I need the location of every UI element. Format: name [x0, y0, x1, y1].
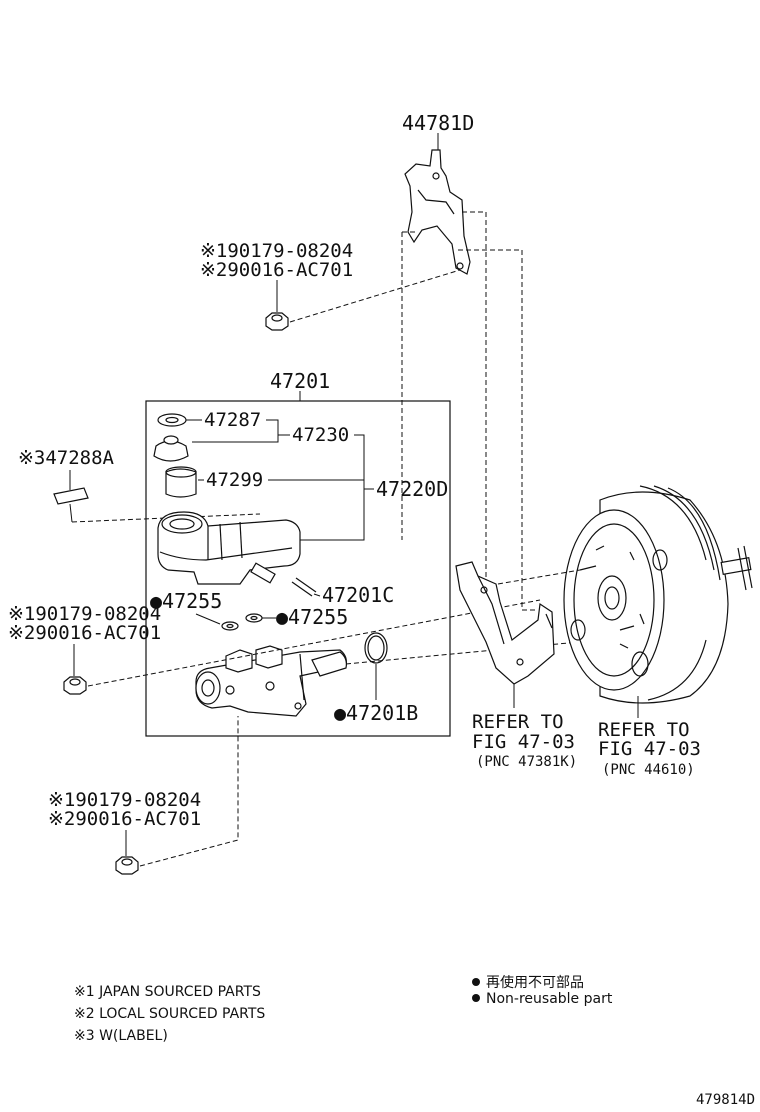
label-47287: 47287 [204, 409, 261, 431]
label-bolt-mid-2: ※290016-AC701 [8, 622, 161, 644]
label-bolt-bot-1: ※190179-08204 [48, 789, 201, 811]
refer-bracket-line1: REFER TO [472, 711, 564, 733]
bracket-44781d [404, 133, 471, 275]
master-cylinder [195, 645, 347, 717]
label-47220d: 47220D [376, 477, 448, 501]
brake-booster [563, 485, 753, 718]
label-47255-left: ●47255 [150, 589, 222, 613]
reservoir-47220d [157, 511, 301, 585]
label-47201b: ●47201B [334, 701, 418, 725]
label-47201: 47201 [270, 369, 330, 393]
label-47201c: 47201C [322, 583, 394, 607]
label-47288a: ※347288A [18, 447, 115, 469]
bolt-top [265, 312, 289, 331]
reservoir-cap [153, 435, 189, 462]
pin-47201c [291, 577, 321, 597]
label-bolt-mid-1: ※190179-08204 [8, 603, 161, 625]
refer-booster-line1: REFER TO [598, 719, 690, 741]
legend-bullet-1 [472, 978, 480, 986]
gasket-47287 [157, 413, 202, 427]
label-sticker-47288a [53, 470, 261, 523]
o-ring-47201b [364, 632, 388, 700]
note-1: ※1 JAPAN SOURCED PARTS [74, 984, 261, 1000]
strainer-47299 [165, 466, 204, 498]
figure-id: 479814D [696, 1092, 755, 1108]
legend-jp: 再使用不可部品 [486, 974, 584, 991]
note-2: ※2 LOCAL SOURCED PARTS [74, 1006, 265, 1022]
note-3: ※3 W(LABEL) [74, 1028, 168, 1044]
refer-booster-line2: FIG 47-03 [598, 738, 701, 760]
grommet-47255-left [221, 621, 239, 631]
bolt-bottom [115, 856, 139, 875]
label-47230: 47230 [292, 424, 349, 446]
label-bolt-bot-2: ※290016-AC701 [48, 808, 201, 830]
legend-bullet-2 [472, 994, 480, 1002]
bracket-47381k [455, 561, 555, 708]
legend-en: Non-reusable part [486, 991, 613, 1007]
label-44781d: 44781D [402, 111, 474, 135]
label-47255-right: ●47255 [276, 605, 348, 629]
assembly-box-47201 [145, 400, 451, 737]
label-47299: 47299 [206, 469, 263, 491]
refer-bracket-line3: (PNC 47381K) [476, 754, 577, 770]
refer-booster-line3: (PNC 44610) [602, 762, 695, 778]
label-bolt-top-2: ※290016-AC701 [200, 259, 353, 281]
grommet-47255-right [245, 613, 276, 623]
label-bolt-top-1: ※190179-08204 [200, 240, 353, 262]
refer-bracket-line2: FIG 47-03 [472, 731, 575, 753]
bolt-mid [63, 676, 87, 695]
